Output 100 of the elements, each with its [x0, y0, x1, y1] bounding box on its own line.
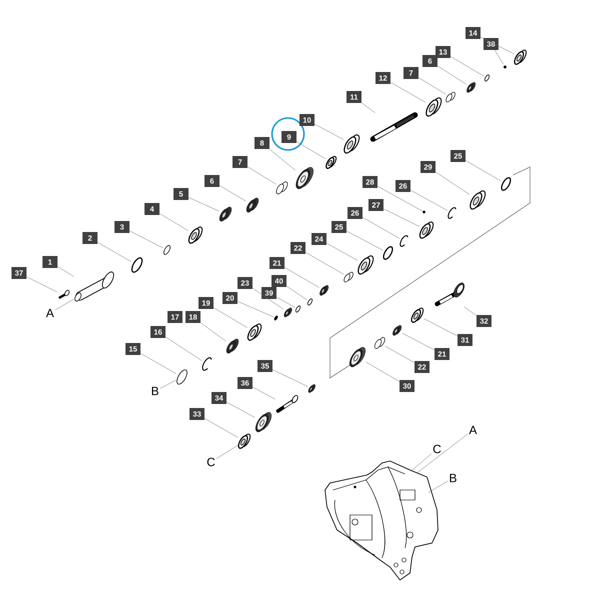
leader-line [238, 301, 274, 318]
gear-drawing [349, 347, 366, 368]
nut-drawing [219, 206, 232, 222]
bearing-drawing [470, 190, 486, 210]
leader-line [160, 380, 176, 388]
leader-line [269, 149, 296, 171]
leader-line [418, 78, 446, 94]
leader-line [424, 318, 458, 336]
leader-line [248, 166, 276, 184]
nut-drawing [284, 308, 292, 318]
leader-line [252, 386, 276, 400]
leader-line [188, 197, 220, 212]
bolt-drawing [58, 290, 70, 300]
leader-line [428, 480, 448, 493]
circlip-drawing [400, 235, 408, 247]
leader-line [214, 307, 248, 328]
leader-line [378, 186, 423, 212]
bearing-drawing [238, 434, 251, 449]
leader-line [346, 230, 384, 250]
nut-drawing [246, 198, 259, 212]
bearing-drawing [188, 226, 203, 244]
leader-line [58, 266, 74, 277]
leader-line [272, 370, 308, 387]
pinion-shaft-drawing [434, 282, 464, 306]
leader-line [166, 336, 202, 361]
leader-line [200, 322, 226, 342]
reference-letter: C [207, 458, 215, 466]
leader-line [26, 276, 58, 292]
leader-line [55, 298, 74, 310]
leader-line [204, 418, 238, 438]
bearing-drawing [426, 97, 442, 117]
leader-line [130, 230, 164, 248]
leader-line [296, 141, 326, 160]
leader-line [306, 252, 344, 274]
leader-line [436, 172, 470, 195]
leader-line [220, 185, 246, 202]
bearing-drawing [514, 50, 527, 65]
leader-line [480, 36, 514, 54]
leader-line [385, 346, 414, 363]
reference-letter: A [46, 308, 54, 318]
bushing-drawing [374, 337, 386, 349]
circlip-drawing [202, 357, 212, 371]
leader-line [494, 50, 504, 65]
leader-line [390, 82, 426, 103]
pin-drawing [274, 316, 278, 320]
bushing-drawing [446, 92, 456, 102]
leader-line [140, 353, 176, 374]
nut-drawing [466, 82, 476, 93]
o-ring-drawing [131, 257, 143, 273]
leader-line [366, 362, 400, 382]
leader-line [410, 190, 448, 211]
leader-line [362, 217, 400, 239]
leader-line [402, 332, 434, 350]
bearing-drawing [344, 134, 360, 154]
pin-drawing [276, 394, 298, 413]
gearbox-housing-drawing [324, 460, 438, 581]
reference-letter: B [152, 386, 158, 396]
leader-line [362, 102, 376, 113]
gear-drawing [255, 412, 272, 432]
leader-line [384, 208, 420, 227]
leader-line [98, 242, 132, 262]
ring-drawing [295, 306, 301, 312]
leader-line [160, 213, 188, 231]
leader-line [252, 288, 284, 310]
flanged-shaft-drawing [74, 272, 114, 302]
bearing-drawing [358, 255, 374, 275]
reference-letter: C [433, 444, 441, 454]
bearing-drawing [419, 222, 434, 239]
bearing-drawing [410, 308, 424, 323]
bearing-drawing [247, 324, 262, 341]
leader-line [438, 66, 466, 84]
leader-line [284, 267, 320, 288]
leader-line [450, 56, 484, 76]
threaded-shaft-drawing [370, 112, 418, 142]
leader-line [226, 402, 256, 418]
bearing-drawing [326, 156, 337, 169]
circlip-drawing [448, 207, 456, 219]
leader-line [410, 454, 432, 472]
o-ring-drawing [500, 177, 512, 191]
leader-line [276, 297, 296, 308]
ring-drawing [484, 74, 490, 82]
gear-drawing [296, 167, 314, 190]
nut-drawing [320, 285, 329, 296]
nut-drawing [308, 384, 316, 393]
o-ring-drawing [382, 246, 394, 260]
nut-drawing [392, 325, 402, 336]
leader-line [466, 160, 502, 182]
bushing-drawing [344, 272, 354, 282]
leader-line [216, 445, 238, 459]
leader-line [286, 286, 308, 300]
reference-letter: B [450, 474, 456, 482]
bushing-drawing [276, 182, 288, 194]
leader-line [464, 306, 476, 316]
ring-drawing [307, 298, 313, 306]
nut-drawing [226, 338, 239, 354]
ring-drawing [176, 370, 188, 385]
leader-line [314, 124, 344, 140]
leader-line [326, 243, 358, 261]
leader-line [417, 434, 468, 473]
reference-letter: A [469, 426, 477, 434]
